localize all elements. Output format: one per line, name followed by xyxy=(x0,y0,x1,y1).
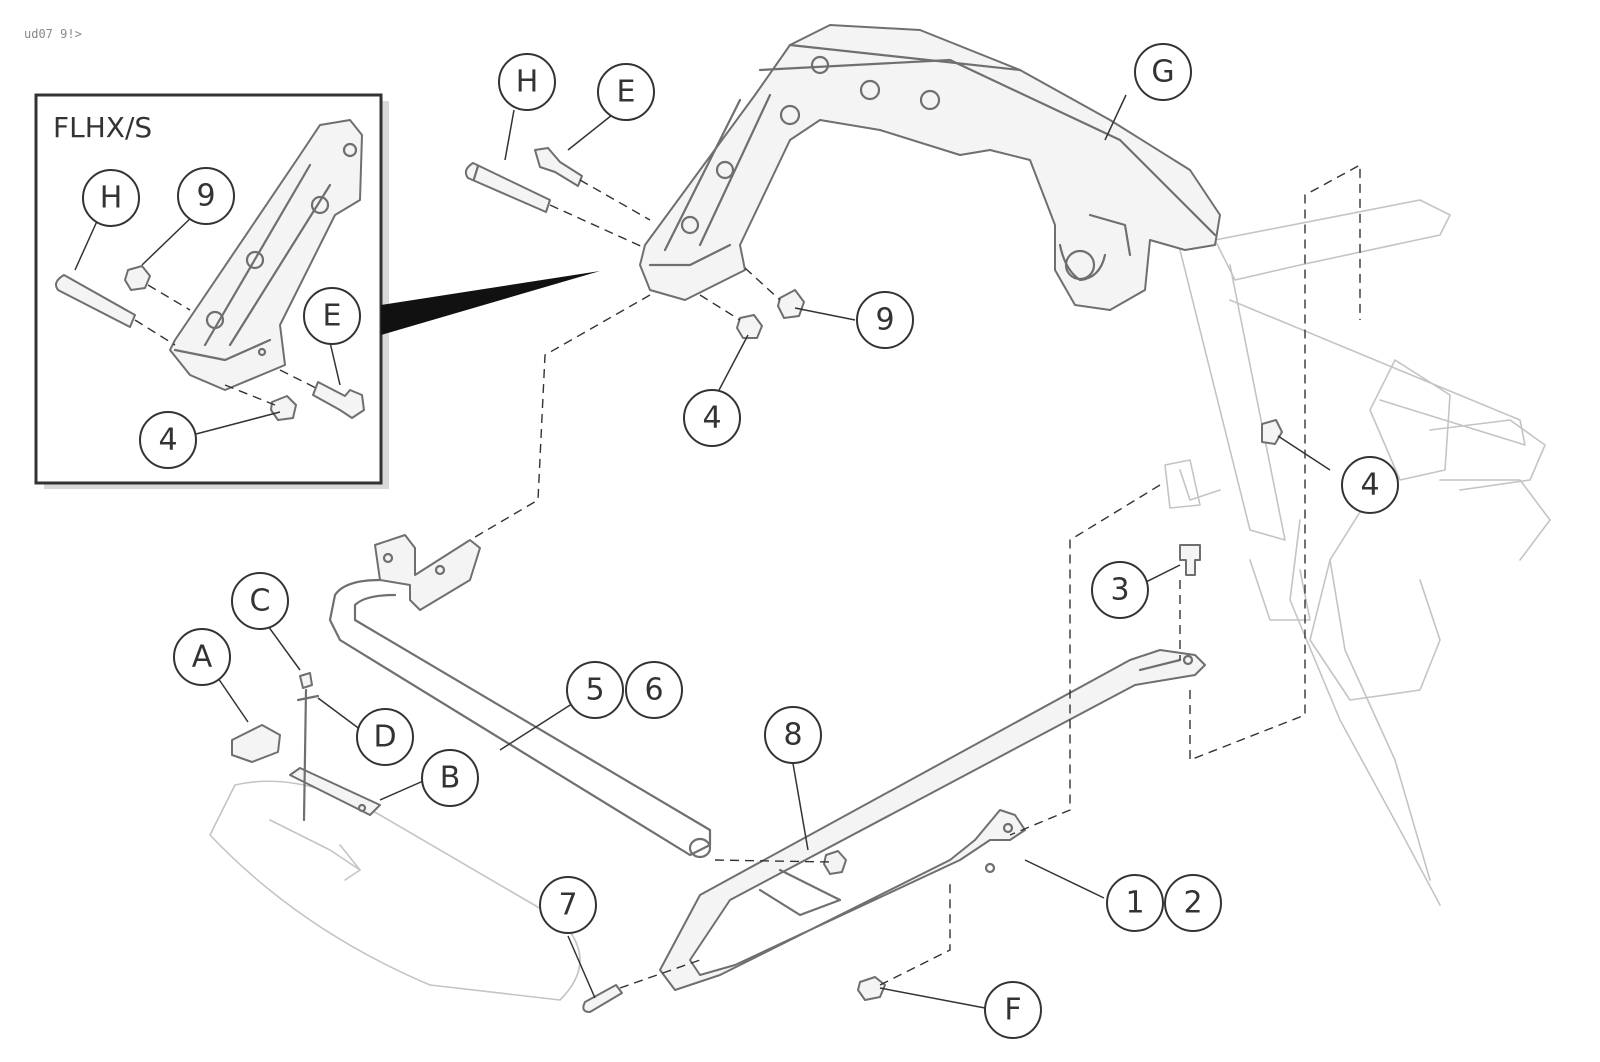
svg-text:9: 9 xyxy=(196,179,215,214)
part-E-screw xyxy=(534,147,583,187)
part-B-bracket xyxy=(289,767,381,816)
svg-text:7: 7 xyxy=(558,888,577,923)
saddlebag-background xyxy=(209,780,581,1001)
part-1-2-guard-rail xyxy=(659,649,1206,991)
callout-1: 1 xyxy=(1106,874,1164,932)
inset-callout-E: E xyxy=(303,287,361,345)
callout-A: A xyxy=(173,628,231,686)
inset-part-9-nut xyxy=(124,265,151,291)
callout-5: 5 xyxy=(566,661,624,719)
callout-7: 7 xyxy=(539,876,597,934)
part-C-D-screw-washer xyxy=(296,672,320,822)
svg-text:G: G xyxy=(1151,55,1174,90)
callout-F: F xyxy=(984,981,1042,1039)
svg-text:E: E xyxy=(323,299,342,334)
svg-text:8: 8 xyxy=(783,718,802,753)
callout-4-right: 4 xyxy=(1341,456,1399,514)
part-H-bolt xyxy=(464,162,551,213)
svg-text:4: 4 xyxy=(158,423,177,458)
callout-3: 3 xyxy=(1091,561,1149,619)
svg-text:3: 3 xyxy=(1110,573,1129,608)
part-G-rail-assembly xyxy=(639,24,1221,311)
callout-8: 8 xyxy=(764,706,822,764)
callout-9: 9 xyxy=(856,291,914,349)
inset-pointer xyxy=(381,271,600,335)
callout-2: 2 xyxy=(1164,874,1222,932)
part-F-screw xyxy=(857,976,886,1001)
part-9-nut xyxy=(777,289,805,319)
motorcycle-frame-background xyxy=(1164,199,1551,906)
svg-text:1: 1 xyxy=(1125,886,1144,921)
callout-E: E xyxy=(597,63,655,121)
inset-callout-4: 4 xyxy=(139,411,197,469)
inset-part-4-nut xyxy=(270,395,297,421)
callout-H: H xyxy=(498,53,556,111)
inset-callout-H: H xyxy=(82,169,140,227)
inset-callout-9: 9 xyxy=(177,167,235,225)
svg-text:B: B xyxy=(440,761,461,796)
inset-title: FLHX/S xyxy=(53,111,152,144)
svg-text:5: 5 xyxy=(585,673,604,708)
part-5-6-rail-tube xyxy=(328,534,712,859)
inset-part-H-bolt xyxy=(55,274,136,328)
svg-text:A: A xyxy=(192,640,213,675)
svg-text:H: H xyxy=(100,181,123,216)
inset-bracket xyxy=(169,119,363,391)
svg-text:4: 4 xyxy=(1360,468,1379,503)
svg-text:D: D xyxy=(373,720,396,755)
callout-D: D xyxy=(356,708,414,766)
callouts: G E H 9 4 4 3 5 6 8 7 F 1 2 C A D B H 9 … xyxy=(82,43,1399,1039)
svg-text:6: 6 xyxy=(644,673,663,708)
figure-code: ud07 9!> xyxy=(24,27,82,41)
part-4-nut xyxy=(736,314,763,339)
part-A-clip xyxy=(231,724,281,763)
svg-text:C: C xyxy=(250,584,271,619)
svg-text:H: H xyxy=(516,65,539,100)
part-4-nut-right xyxy=(1261,419,1283,445)
callout-C: C xyxy=(231,572,289,630)
callout-G: G xyxy=(1134,43,1192,101)
svg-text:E: E xyxy=(617,75,636,110)
assembly-dashed-lines xyxy=(469,163,1361,989)
inset-part-E-screw xyxy=(312,381,365,419)
part-3-bolt xyxy=(1179,544,1201,576)
part-8-plug xyxy=(823,850,847,875)
callout-4: 4 xyxy=(683,389,741,447)
svg-text:2: 2 xyxy=(1183,886,1202,921)
svg-text:4: 4 xyxy=(702,401,721,436)
callout-6: 6 xyxy=(625,661,683,719)
leader-lines xyxy=(74,94,1331,1009)
svg-text:9: 9 xyxy=(875,303,894,338)
callout-B: B xyxy=(421,749,479,807)
part-7-screw xyxy=(582,984,623,1013)
svg-text:F: F xyxy=(1004,993,1021,1028)
